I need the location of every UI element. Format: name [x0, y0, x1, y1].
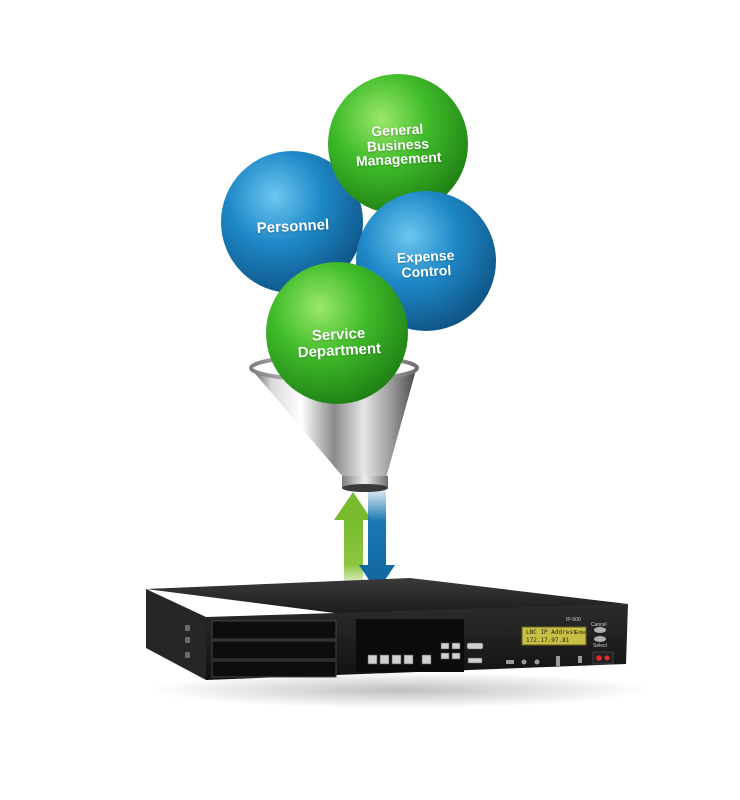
ball-service-department	[266, 262, 408, 404]
lcd-enter-label: Enter	[575, 630, 587, 636]
down-arrow-icon	[359, 490, 395, 592]
lcd-display	[521, 626, 587, 646]
lcd-line-1: LNC IP Address	[526, 629, 577, 636]
ball-general-business-management	[328, 74, 468, 214]
power-led	[596, 655, 602, 661]
ball-personnel	[221, 151, 363, 293]
select-button-label: Select	[593, 643, 607, 649]
label-service-department: Service Department	[297, 324, 382, 362]
label-general-business-management: General Business Management	[355, 120, 442, 170]
server-appliance-icon	[146, 578, 628, 680]
label-expense-control: Expense Control	[396, 246, 455, 281]
floor-shadow	[150, 672, 650, 708]
cancel-button-label: Cancel	[591, 622, 607, 628]
lcd-line-2: 172.17.97.81	[526, 637, 570, 644]
device-model-label: IP-500	[566, 617, 581, 623]
up-arrow-icon	[334, 492, 372, 590]
